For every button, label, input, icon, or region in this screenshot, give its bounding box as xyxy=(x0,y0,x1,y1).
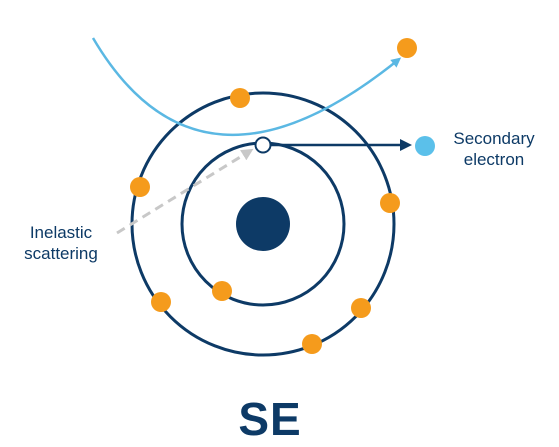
diagram-title: SE xyxy=(238,393,302,445)
inelastic-scattering-arrow xyxy=(116,148,254,235)
incident-electron-path xyxy=(91,37,402,137)
secondary-electron-label: Secondary electron xyxy=(438,128,550,170)
orbital-electron xyxy=(351,298,371,318)
secondary-electron xyxy=(415,136,435,156)
inelastic-scattering-label-line1: Inelastic xyxy=(29,223,93,242)
vacancy-site xyxy=(254,136,272,154)
secondary-electron-label-line1: Secondary xyxy=(453,129,535,148)
secondary-electron-label-line2: electron xyxy=(463,150,525,169)
orbital-electron xyxy=(302,334,322,354)
nucleus xyxy=(236,197,290,251)
orbital-electron xyxy=(380,193,400,213)
inelastic-scattering-label: Inelastic scattering xyxy=(10,222,112,264)
orbital-electron xyxy=(151,292,171,312)
scattered-electron xyxy=(397,38,417,58)
orbital-electron xyxy=(130,177,150,197)
orbital-electron xyxy=(212,281,232,301)
orbital-electron xyxy=(230,88,250,108)
inelastic-scattering-label-line2: scattering xyxy=(24,244,98,263)
